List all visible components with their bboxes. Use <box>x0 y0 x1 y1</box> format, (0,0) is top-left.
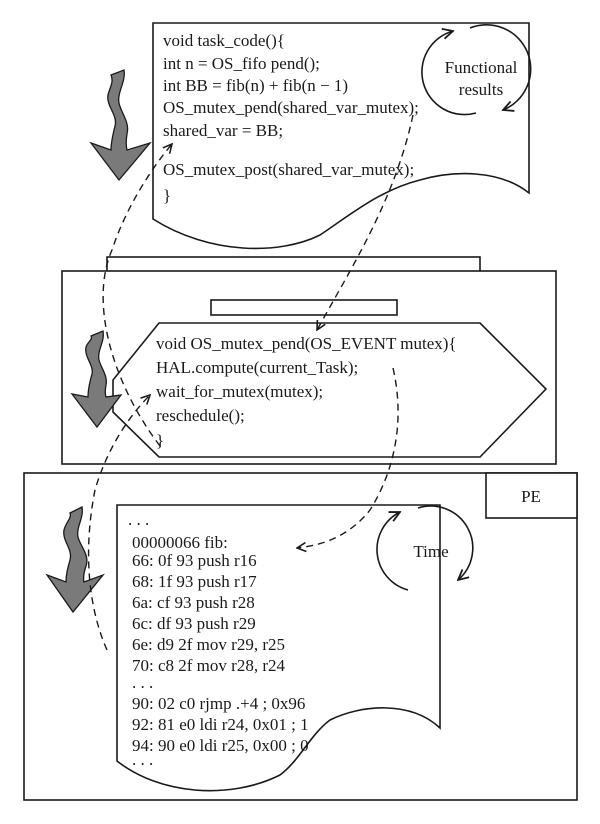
os-code: void OS_mutex_pend(OS_EVENT mutex){ HAL.… <box>156 334 457 450</box>
code-line: wait_for_mutex(mutex); <box>156 382 323 401</box>
return-arrow-os-to-task <box>102 144 172 447</box>
code-line: 6a: cf 93 push r28 <box>132 593 255 612</box>
task-layer: void task_code(){ int n = OS_fifo pend()… <box>89 22 532 250</box>
pe-label-box <box>485 472 578 519</box>
time-cycle-label: Time <box>413 542 448 561</box>
code-line: reschedule(); <box>156 406 245 425</box>
flow-arrows <box>87 114 414 651</box>
code-line: OS_mutex_post(shared_var_mutex); <box>163 160 414 179</box>
code-line: 68: 1f 93 push r17 <box>132 572 257 591</box>
code-line: } <box>156 431 164 450</box>
task-code: void task_code(){ int n = OS_fifo pend()… <box>163 31 419 205</box>
code-line: 94: 90 e0 ldi r25, 0x00 ; 0 <box>132 736 309 755</box>
wavy-down-arrow-icon <box>70 330 123 429</box>
os-function-hexagon-shape <box>112 322 548 458</box>
os-layer: void OS_mutex_pend(OS_EVENT mutex){ HAL.… <box>61 256 557 465</box>
code-line: 66: 0f 93 push r16 <box>132 551 257 570</box>
call-arrow-os-to-pe <box>297 367 399 548</box>
os-tab-back <box>106 256 481 273</box>
code-line: void task_code(){ <box>163 31 285 50</box>
functional-results-label-line2: results <box>459 80 503 99</box>
call-arrow-task-to-os <box>317 114 414 330</box>
code-line: int n = OS_fifo pend(); <box>163 54 320 73</box>
code-line: OS_mutex_pend(shared_var_mutex); <box>163 98 419 117</box>
time-cycle-icon <box>376 505 474 591</box>
pe-code-document-shape <box>116 504 441 792</box>
code-line: 6e: d9 2f mov r29, r25 <box>132 635 285 654</box>
return-arrow-pe-to-os <box>87 395 150 651</box>
wavy-down-arrow-icon <box>89 69 152 182</box>
code-line: . . . <box>128 510 149 529</box>
code-line: int BB = fib(n) + fib(n − 1) <box>163 76 348 95</box>
functional-results-label-line1: Functional <box>445 58 518 77</box>
functional-results-cycle-icon <box>421 24 532 116</box>
code-line: . . . <box>132 673 153 692</box>
code-line: 92: 81 e0 ldi r24, 0x01 ; 1 <box>132 715 309 734</box>
code-line: shared_var = BB; <box>163 121 283 140</box>
code-line: 6c: df 93 push r29 <box>132 614 256 633</box>
os-inner-bar <box>210 299 398 316</box>
code-line: HAL.compute(current_Task); <box>156 358 358 377</box>
pe-label: PE <box>521 487 541 506</box>
code-line: 70: c8 2f mov r28, r24 <box>132 656 285 675</box>
code-line: 00000066 fib: <box>132 533 228 552</box>
wavy-down-arrow-icon <box>45 506 105 614</box>
code-line: 90: 02 c0 rjmp .+4 ; 0x96 <box>132 694 305 713</box>
code-line: . . . <box>132 750 153 769</box>
pe-layer: PE . . . 00000066 fib: 66: 0f 93 push r1… <box>23 472 578 801</box>
pe-code: . . . 00000066 fib: 66: 0f 93 push r16 6… <box>128 510 309 769</box>
task-code-document <box>152 22 530 250</box>
code-line: void OS_mutex_pend(OS_EVENT mutex){ <box>156 334 457 353</box>
code-line: } <box>163 186 171 205</box>
